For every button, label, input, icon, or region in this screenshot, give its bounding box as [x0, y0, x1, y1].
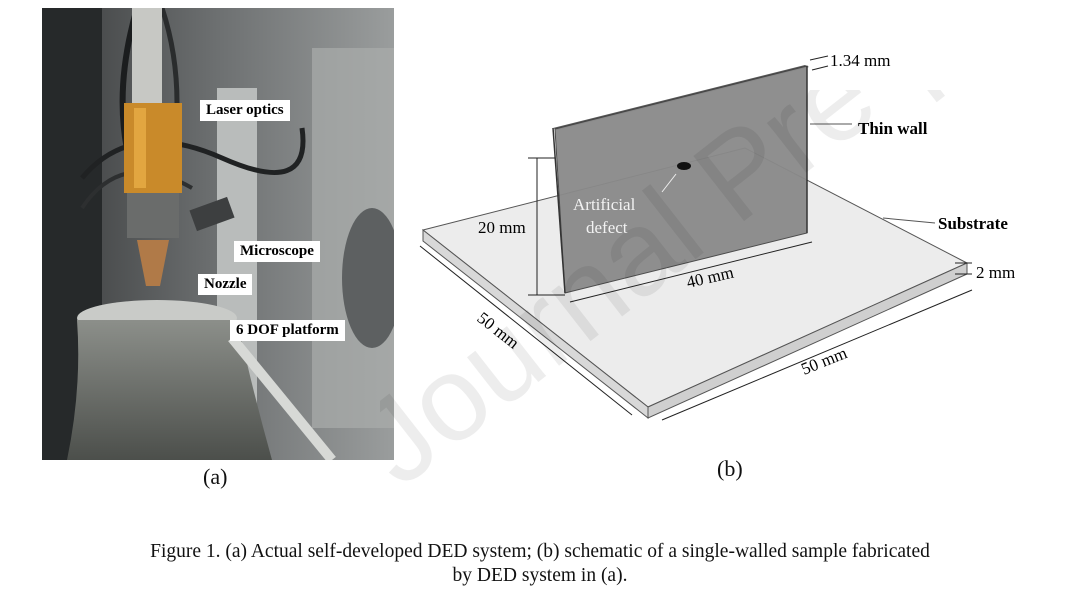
label-defect-line1: Artificial — [573, 195, 636, 214]
caption-line-1: Figure 1. (a) Actual self-developed DED … — [150, 541, 930, 562]
panel-b-tag: (b) — [717, 456, 743, 481]
label-defect-line2: defect — [586, 218, 628, 237]
thin-wall-schematic: 1.34 mm Thin wall Substrate 2 mm 20 mm A… — [419, 51, 1015, 421]
dim-wall-thickness: 1.34 mm — [830, 51, 890, 70]
photo-illustration — [42, 8, 394, 460]
figure-caption: Figure 1. (a) Actual self-developed DED … — [40, 540, 1040, 588]
label-6dof-platform: 6 DOF platform — [230, 320, 345, 341]
label-nozzle: Nozzle — [198, 274, 253, 295]
dim-substrate-thickness: 2 mm — [976, 263, 1015, 282]
dim-substrate-width: 50 mm — [798, 343, 849, 378]
dim-substrate-depth: 50 mm — [474, 308, 523, 352]
label-microscope: Microscope — [234, 241, 320, 262]
ded-system-photo: Laser optics Microscope Nozzle 6 DOF pla… — [42, 8, 394, 460]
caption-line-2: by DED system in (a). — [452, 565, 628, 586]
artificial-defect — [677, 162, 691, 170]
label-laser-optics: Laser optics — [200, 100, 290, 121]
label-thin-wall: Thin wall — [858, 119, 928, 138]
dim-wall-height: 20 mm — [478, 218, 526, 237]
panel-a-tag: (a) — [203, 464, 228, 489]
label-substrate: Substrate — [938, 214, 1008, 233]
